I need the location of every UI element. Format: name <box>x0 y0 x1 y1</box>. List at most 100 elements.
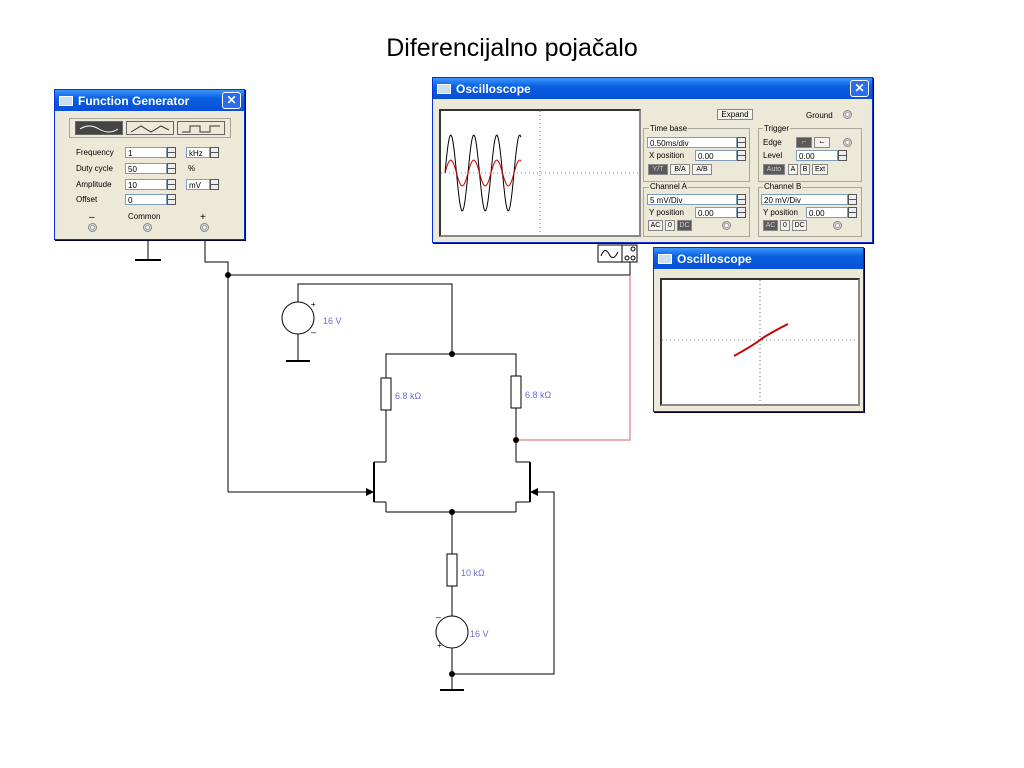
channel-a-ac-button[interactable]: AC <box>648 220 663 231</box>
vcc-label: 16 V <box>323 316 342 326</box>
triangle-wave-icon[interactable] <box>126 121 174 135</box>
channel-b-ypos-input[interactable]: 0.00 <box>806 207 848 218</box>
svg-text:–: – <box>311 327 316 337</box>
oscilloscope-window: Oscilloscope ✕ Expand Ground Time base 0… <box>432 77 873 243</box>
trigger-ext-button[interactable]: Ext <box>812 164 828 175</box>
x-position-input[interactable]: 0.00 <box>695 150 737 161</box>
sine-wave-icon[interactable] <box>75 121 123 135</box>
channel-a-ypos-input[interactable]: 0.00 <box>695 207 737 218</box>
oscilloscope-2-titlebar[interactable]: Oscilloscope <box>654 248 863 269</box>
amplitude-input[interactable]: 10 <box>125 179 167 190</box>
offset-input[interactable]: 0 <box>125 194 167 205</box>
gate-arrow-right <box>530 488 538 496</box>
trigger-b-button[interactable]: B <box>800 164 810 175</box>
terminal-minus-label: – <box>89 212 95 223</box>
expand-button[interactable]: Expand <box>717 109 753 120</box>
channel-b-terminal[interactable] <box>833 221 842 230</box>
channel-b-trace <box>444 159 522 187</box>
channel-a-scale-stepper[interactable] <box>737 194 746 205</box>
channel-a-terminal[interactable] <box>722 221 731 230</box>
level-label: Level <box>763 151 783 160</box>
duty-cycle-stepper[interactable] <box>167 163 176 174</box>
function-generator-window: Function Generator ✕ Frequency 1 kHz Dut… <box>54 89 245 240</box>
square-wave-icon[interactable] <box>177 121 225 135</box>
channel-a-zero-button[interactable]: 0 <box>665 220 675 231</box>
oscilloscope-screen <box>439 109 641 237</box>
edge-label: Edge <box>763 138 782 147</box>
timebase-stepper[interactable] <box>737 137 746 148</box>
terminal-plus[interactable] <box>200 223 209 232</box>
level-input[interactable]: 0.00 <box>796 150 838 161</box>
channel-b-scale-input[interactable]: 20 mV/Div <box>761 194 848 205</box>
window-icon <box>59 95 73 106</box>
trigger-auto-button[interactable]: Auto <box>763 164 785 175</box>
channel-b-dc-button[interactable]: DC <box>792 220 807 231</box>
close-button[interactable]: ✕ <box>850 80 869 97</box>
trigger-group <box>758 128 862 182</box>
lissajous-trace <box>733 323 789 357</box>
page-title: Diferencijalno pojačalo <box>386 34 638 62</box>
terminal-common-label: Common <box>128 212 161 221</box>
terminal-common[interactable] <box>143 223 152 232</box>
oscilloscope-2-title: Oscilloscope <box>677 251 752 266</box>
x-position-stepper[interactable] <box>737 150 746 161</box>
channel-b-ac-button[interactable]: AC <box>763 220 778 231</box>
trigger-a-button[interactable]: A <box>788 164 798 175</box>
function-generator-title: Function Generator <box>78 93 190 108</box>
duty-cycle-input[interactable]: 50 <box>125 163 167 174</box>
terminal-minus[interactable] <box>88 223 97 232</box>
edge-rising-button[interactable]: ⌐ <box>796 137 812 148</box>
oscilloscope-component-icon[interactable] <box>597 244 639 264</box>
ext-trigger-terminal[interactable] <box>843 138 852 147</box>
ground-terminal[interactable] <box>843 110 852 119</box>
x-position-label: X position <box>649 151 685 160</box>
amplitude-label: Amplitude <box>76 180 112 189</box>
svg-text:+: + <box>311 300 316 309</box>
channel-a-group <box>643 187 750 237</box>
resistor-r2 <box>510 375 522 409</box>
drain-bus <box>385 353 517 378</box>
oscilloscope-2-screen <box>660 278 860 406</box>
oscilloscope-title: Oscilloscope <box>456 81 531 96</box>
right-gate-wire <box>452 491 555 675</box>
timebase-input[interactable]: 0.50ms/div <box>647 137 737 148</box>
oscilloscope-titlebar[interactable]: Oscilloscope ✕ <box>433 78 872 99</box>
close-button[interactable]: ✕ <box>222 92 241 109</box>
frequency-label: Frequency <box>76 148 114 157</box>
mode-ba-button[interactable]: B/A <box>670 164 690 175</box>
function-generator-titlebar[interactable]: Function Generator ✕ <box>55 90 244 111</box>
timebase-group <box>643 128 750 182</box>
frequency-unit-stepper[interactable] <box>210 147 219 158</box>
frequency-stepper[interactable] <box>167 147 176 158</box>
r1-label: 6.8 kΩ <box>395 391 422 401</box>
vcc-wire <box>297 283 453 354</box>
vcc-source-symbol <box>281 301 315 335</box>
channel-a-scale-input[interactable]: 5 mV/Div <box>647 194 737 205</box>
channel-b-ypos-stepper[interactable] <box>848 207 857 218</box>
mode-ab-button[interactable]: A/B <box>692 164 712 175</box>
channel-a-ypos-stepper[interactable] <box>737 207 746 218</box>
amplitude-unit-stepper[interactable] <box>210 179 219 190</box>
edge-falling-button[interactable]: ⌙ <box>814 137 830 148</box>
svg-text:+: + <box>437 641 442 650</box>
window-icon <box>658 253 672 264</box>
vee-label: 16 V <box>470 629 489 639</box>
channel-a-dc-button[interactable]: DC <box>677 220 692 231</box>
resistor-r1 <box>380 377 392 411</box>
amplitude-stepper[interactable] <box>167 179 176 190</box>
duty-cycle-unit: % <box>188 164 196 173</box>
fg-plus-lead <box>204 234 229 275</box>
channel-b-zero-button[interactable]: 0 <box>780 220 790 231</box>
channel-a-ypos-label: Y position <box>649 208 684 217</box>
level-stepper[interactable] <box>838 150 847 161</box>
frequency-input[interactable]: 1 <box>125 147 167 158</box>
terminal-plus-label: + <box>200 212 206 223</box>
gate-arrow-left <box>366 488 374 496</box>
frequency-unit-select[interactable]: kHz <box>186 147 210 158</box>
offset-stepper[interactable] <box>167 194 176 205</box>
channel-b-scale-stepper[interactable] <box>848 194 857 205</box>
mode-yt-button[interactable]: Y/T <box>648 164 668 175</box>
channel-b-ypos-label: Y position <box>763 208 798 217</box>
amplitude-unit-select[interactable]: mV <box>186 179 210 190</box>
